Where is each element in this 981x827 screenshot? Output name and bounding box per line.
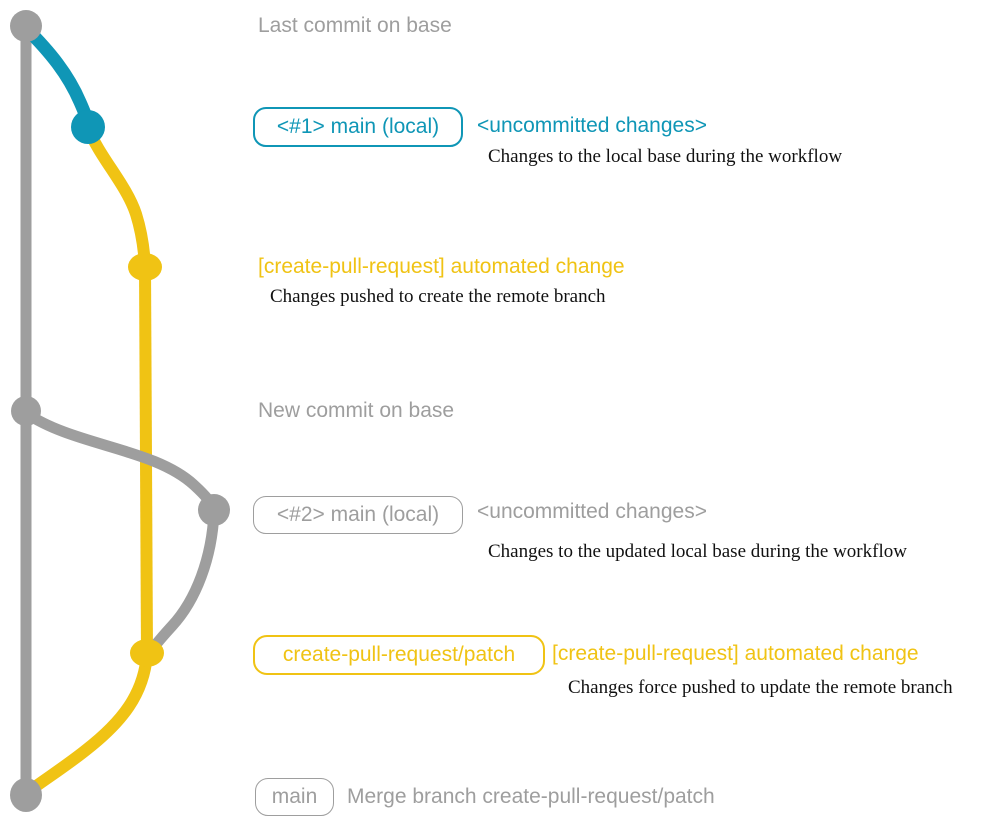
local-base-commit-2-node xyxy=(198,494,230,526)
label-uncommitted-changes-2: <uncommitted changes> xyxy=(477,500,707,523)
local-changes-line xyxy=(19,21,96,133)
desc-automated-change-2: Changes force pushed to update the remot… xyxy=(568,677,953,698)
merge-commit-node xyxy=(10,778,42,812)
last-commit-on-base-node xyxy=(10,10,42,42)
desc-automated-change-1: Changes pushed to create the remote bran… xyxy=(270,286,606,307)
remote-branch-commit-node xyxy=(128,253,162,281)
desc-uncommitted-changes-1: Changes to the local base during the wor… xyxy=(488,146,843,167)
branch-badge-create-pull-request-patch: create-pull-request/patch xyxy=(253,635,545,675)
branch-badge-main: main xyxy=(255,778,334,816)
label-automated-change-2: [create-pull-request] automated change xyxy=(552,642,919,665)
merge-into-base-line xyxy=(22,648,153,798)
desc-uncommitted-changes-2: Changes to the updated local base during… xyxy=(488,541,907,562)
branch-badge-main-local-1: <#1> main (local) xyxy=(253,107,463,147)
label-last-commit-on-base: Last commit on base xyxy=(258,14,452,37)
new-commit-on-base-node xyxy=(11,396,41,426)
label-merge-branch: Merge branch create-pull-request/patch xyxy=(347,785,715,808)
new-base-branch-in-line xyxy=(142,506,220,661)
branch-badge-main-local-2: <#2> main (local) xyxy=(253,496,463,534)
remote-branch-create-line xyxy=(82,122,151,272)
label-new-commit-on-base: New commit on base xyxy=(258,399,455,422)
local-base-commit-1-node xyxy=(71,110,105,144)
updated-remote-branch-commit-node xyxy=(130,639,164,667)
label-uncommitted-changes-1: <uncommitted changes> xyxy=(477,114,707,137)
new-base-branch-out-line xyxy=(20,407,220,517)
label-automated-change-1: [create-pull-request] automated change xyxy=(258,255,625,278)
